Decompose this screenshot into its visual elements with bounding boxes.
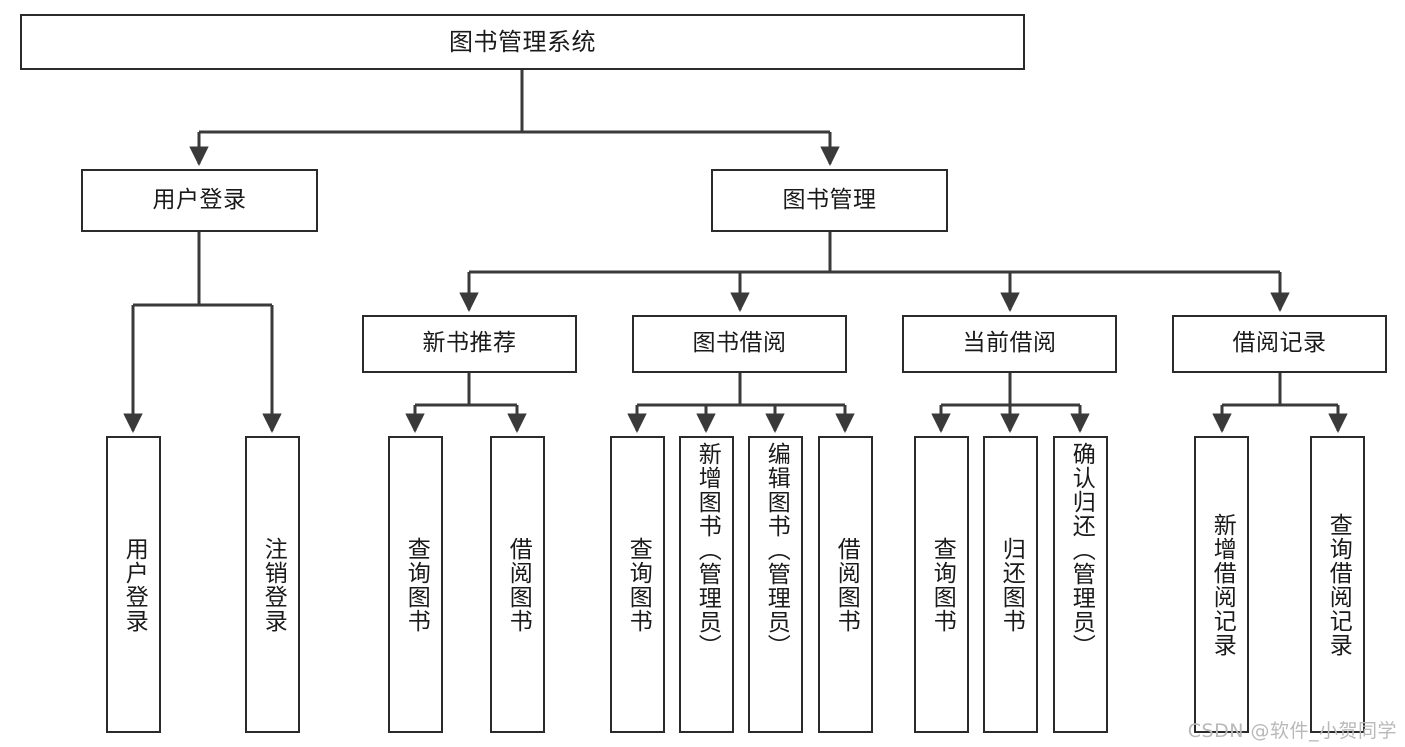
node-current-borrow[interactable]: 当前借阅 bbox=[902, 315, 1117, 373]
leaf-label-wrap: 归还图书 bbox=[985, 438, 1036, 731]
leaf-label-wrap: 借阅图书 bbox=[820, 438, 871, 731]
leaf-label: 编辑图书（管理员） bbox=[763, 442, 790, 658]
node-leaf-borrow-book-1[interactable]: 借阅图书 bbox=[490, 436, 545, 733]
leaf-label-wrap: 注销登录 bbox=[247, 438, 298, 731]
node-leaf-query-borrow-record[interactable]: 查询借阅记录 bbox=[1310, 436, 1365, 733]
node-book-management[interactable]: 图书管理 bbox=[711, 169, 948, 232]
leaf-label: 借阅图书 bbox=[833, 536, 860, 633]
node-leaf-borrow-book-2[interactable]: 借阅图书 bbox=[818, 436, 873, 733]
leaf-label-wrap: 借阅图书 bbox=[492, 438, 543, 731]
node-leaf-return-book[interactable]: 归还图书 bbox=[983, 436, 1038, 733]
node-borrow-record[interactable]: 借阅记录 bbox=[1172, 315, 1387, 373]
leaf-label-wrap: 确认归还（管理员） bbox=[1055, 438, 1106, 731]
node-root-system[interactable]: 图书管理系统 bbox=[20, 14, 1025, 70]
leaf-label-wrap: 用户登录 bbox=[108, 438, 159, 731]
leaf-label-wrap: 新增图书（管理员） bbox=[681, 438, 732, 731]
node-leaf-query-book-1[interactable]: 查询图书 bbox=[388, 436, 443, 733]
node-leaf-confirm-return-admin[interactable]: 确认归还（管理员） bbox=[1053, 436, 1108, 733]
node-book-borrow[interactable]: 图书借阅 bbox=[632, 315, 847, 373]
leaf-label: 确认归还（管理员） bbox=[1068, 442, 1095, 658]
leaf-label: 查询图书 bbox=[403, 536, 430, 633]
node-leaf-query-book-2[interactable]: 查询图书 bbox=[610, 436, 665, 733]
leaf-label: 归还图书 bbox=[998, 536, 1025, 633]
node-leaf-edit-book-admin[interactable]: 编辑图书（管理员） bbox=[748, 436, 803, 733]
node-leaf-logout[interactable]: 注销登录 bbox=[245, 436, 300, 733]
csdn-watermark: CSDN @软件_小贺同学 bbox=[1187, 720, 1397, 742]
leaf-label: 新增借阅记录 bbox=[1209, 512, 1236, 657]
leaf-label: 借阅图书 bbox=[505, 536, 532, 633]
leaf-label-wrap: 查询图书 bbox=[916, 438, 967, 731]
leaf-label: 查询图书 bbox=[929, 536, 956, 633]
leaf-label-wrap: 查询图书 bbox=[390, 438, 441, 731]
leaf-label: 用户登录 bbox=[121, 536, 148, 633]
leaf-label-wrap: 编辑图书（管理员） bbox=[750, 438, 801, 731]
node-leaf-query-book-3[interactable]: 查询图书 bbox=[914, 436, 969, 733]
leaf-label-wrap: 查询图书 bbox=[612, 438, 663, 731]
node-new-book-recommend[interactable]: 新书推荐 bbox=[362, 315, 577, 373]
node-user-login[interactable]: 用户登录 bbox=[81, 169, 318, 232]
node-leaf-add-book-admin[interactable]: 新增图书（管理员） bbox=[679, 436, 734, 733]
leaf-label-wrap: 新增借阅记录 bbox=[1196, 438, 1247, 731]
leaf-label: 查询图书 bbox=[625, 536, 652, 633]
leaf-label: 新增图书（管理员） bbox=[694, 442, 721, 658]
leaf-label-wrap: 查询借阅记录 bbox=[1312, 438, 1363, 731]
node-leaf-add-borrow-record[interactable]: 新增借阅记录 bbox=[1194, 436, 1249, 733]
leaf-label: 查询借阅记录 bbox=[1325, 512, 1352, 657]
node-leaf-user-login[interactable]: 用户登录 bbox=[106, 436, 161, 733]
leaf-label: 注销登录 bbox=[260, 536, 287, 633]
